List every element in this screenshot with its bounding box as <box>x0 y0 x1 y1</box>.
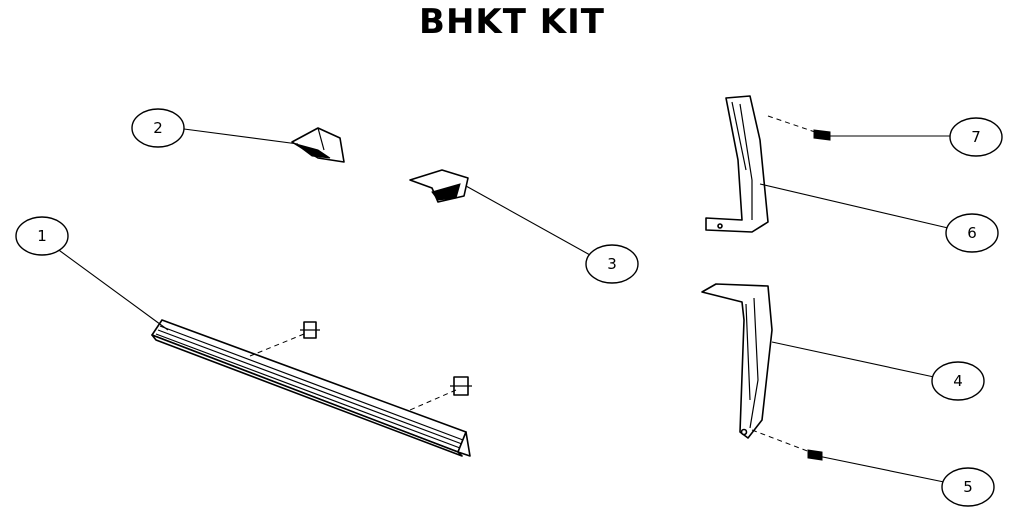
callout-5: 5 <box>941 467 995 507</box>
rail-clip-b <box>409 376 472 411</box>
callout-3: 3 <box>585 244 639 284</box>
svg-text:6: 6 <box>967 224 977 242</box>
part-2-bracket <box>291 127 345 163</box>
svg-text:1: 1 <box>37 227 47 245</box>
leader-1 <box>55 247 169 331</box>
svg-text:5: 5 <box>963 478 973 496</box>
part-3-bracket <box>409 169 469 203</box>
callout-4: 4 <box>931 361 985 401</box>
svg-text:4: 4 <box>953 372 963 390</box>
callout-2: 2 <box>131 108 185 148</box>
svg-text:2: 2 <box>153 119 163 137</box>
leader-5 <box>817 455 945 483</box>
leader-4 <box>771 341 935 378</box>
part-1-rail <box>151 319 472 457</box>
leader-6 <box>759 183 949 229</box>
callout-1: 1 <box>15 216 69 256</box>
part-6-upper-bracket <box>705 95 769 233</box>
callout-7: 7 <box>949 117 1003 157</box>
part-4-lower-bracket <box>701 283 773 439</box>
leader-2 <box>183 128 299 145</box>
part-5-screw <box>751 429 823 461</box>
svg-text:3: 3 <box>607 255 617 273</box>
svg-text:7: 7 <box>971 128 981 146</box>
callout-6: 6 <box>945 213 999 253</box>
leader-3 <box>465 185 591 256</box>
rail-clip-a <box>249 321 320 357</box>
diagram-title: BHKT KIT <box>419 2 605 42</box>
part-7-screw <box>767 115 831 141</box>
